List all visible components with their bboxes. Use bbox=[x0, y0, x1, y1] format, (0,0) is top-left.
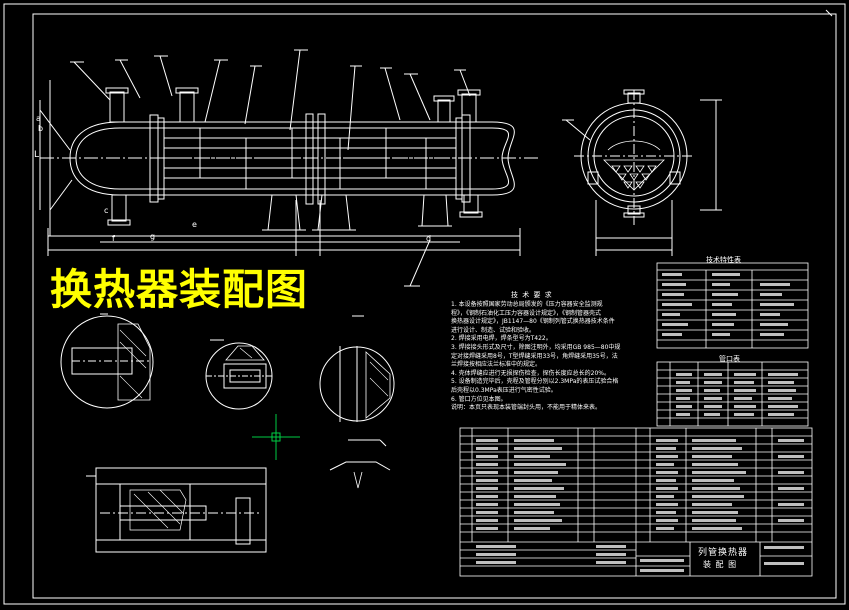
tech-requirement-line: 3. 焊接接头形式及尺寸，除图注明外，均采用GB 985—80中规 bbox=[451, 343, 621, 351]
tech-requirement-line: 4. 壳体焊缝应进行无损探伤检查，探伤长度应总长的20%。 bbox=[451, 369, 610, 377]
tech-requirement-line: 1. 本设备按照国家劳动总局颁发的《压力容器安全监测规 bbox=[451, 301, 603, 308]
section-view-bottom bbox=[86, 467, 267, 553]
tech-requirement-line: 说明：本页只表现本装管端封头用，不能用于精体来表。 bbox=[451, 404, 602, 412]
exchanger-main-view bbox=[39, 49, 540, 287]
tech-requirement-line: 换热器设计规定》，JB1147—80《钢制列管式换热器技术条件 bbox=[451, 318, 615, 326]
marker-b: b bbox=[38, 124, 44, 133]
marker-f: f bbox=[112, 234, 115, 243]
marker-c: c bbox=[104, 206, 109, 215]
tech-requirements-heading: 技 术 要 求 bbox=[511, 291, 553, 299]
inner-border bbox=[32, 13, 837, 599]
tube-pattern bbox=[603, 140, 665, 191]
tech-characteristics-table bbox=[656, 262, 809, 349]
nozzle-table bbox=[656, 361, 809, 427]
outer-border bbox=[3, 3, 846, 605]
tech-characteristics-title: 技术特性表 bbox=[706, 256, 741, 264]
table-cell-fills bbox=[476, 273, 804, 572]
tech-requirement-line: 6. 管口方位见本图。 bbox=[451, 395, 507, 403]
tech-requirement-line: 进行设计、制造、试验和验收。 bbox=[451, 326, 536, 334]
title-block-type: 装 配 图 bbox=[703, 560, 738, 569]
weld-symbol bbox=[329, 439, 391, 489]
tech-requirement-line: 定对接焊缝采用8号，T型焊缝采用33号，角焊缝采用35号，法 bbox=[451, 352, 618, 360]
overlay-title: 换热器装配图 bbox=[50, 265, 309, 314]
tech-requirement-line: 兰焊接按相应法兰标准中的规定。 bbox=[451, 361, 542, 369]
tech-requirement-line: 程》，《钢制石油化工压力容器设计规定》，《钢制管器壳式 bbox=[451, 309, 602, 317]
tech-requirements-lines: 1. 本设备按照国家劳动总局颁发的《压力容器安全监测规程》，《钢制石油化工压力容… bbox=[451, 301, 620, 413]
detail-view-2 bbox=[205, 339, 273, 410]
crosshair-cursor bbox=[252, 414, 300, 460]
marker-g: g bbox=[150, 232, 156, 241]
border-tick bbox=[825, 9, 833, 17]
marker-e: e bbox=[192, 220, 197, 229]
marker-L: L bbox=[34, 150, 40, 160]
tech-requirement-line: 5. 设备制造完毕后，壳程及管程分别以2.3MPa的表压试验合格 bbox=[451, 378, 619, 386]
tech-requirement-line: 2. 焊接采用电焊，焊条型号为T422。 bbox=[451, 335, 552, 343]
exchanger-end-view bbox=[562, 89, 722, 256]
nozzle-table-title: 管口表 bbox=[719, 355, 740, 363]
detail-view-3 bbox=[319, 315, 395, 422]
parts-list-table bbox=[459, 427, 813, 577]
title-block-name: 列管换热器 bbox=[698, 548, 749, 558]
marker-d: d bbox=[426, 234, 432, 243]
tech-requirement-line: 后壳程以0.3MPa表压进行气密性试验。 bbox=[451, 386, 557, 394]
marker-a: a bbox=[36, 114, 41, 123]
detail-view-1 bbox=[60, 313, 154, 409]
